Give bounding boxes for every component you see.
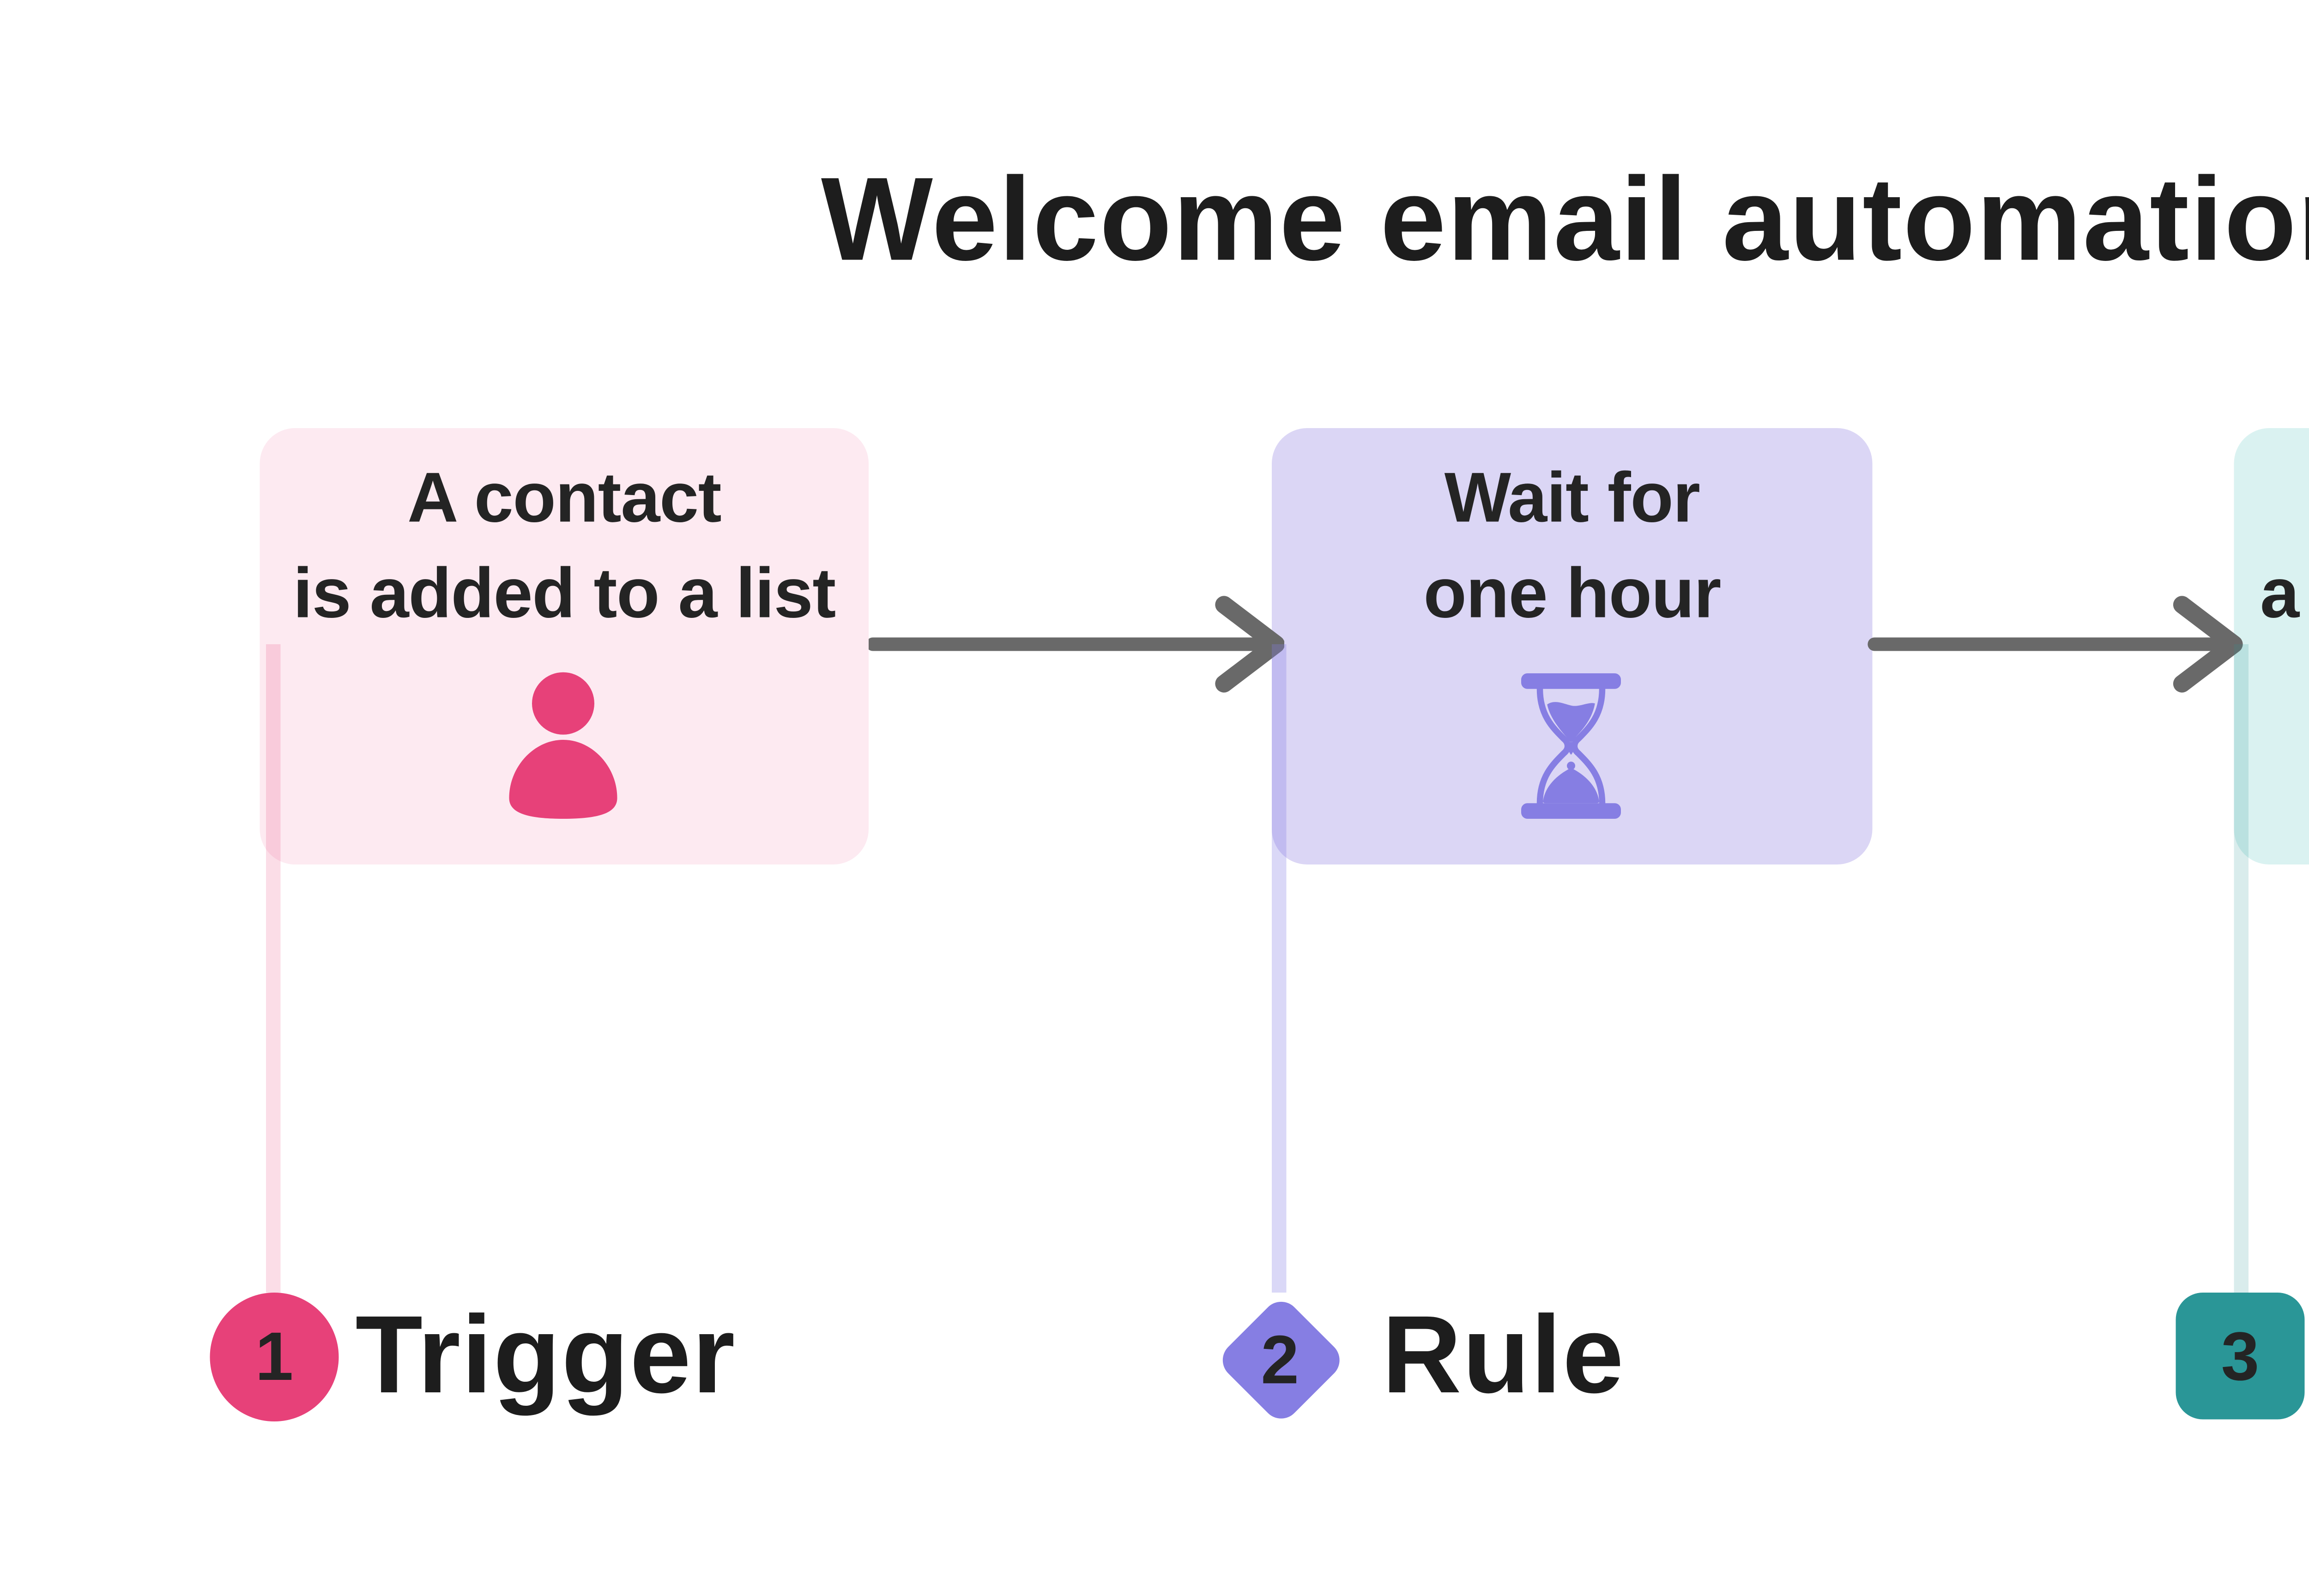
step-3-number: 3 [2221,1316,2260,1394]
trigger-card-text: A contact is added to a list [260,428,869,642]
step-3-badge: 3 [2176,1293,2305,1420]
trigger-card-line2: is added to a list [293,555,836,634]
action-card-text: Send a welcome email [2234,428,2309,642]
rule-connector-line [1272,644,1287,1293]
rule-card: Wait for one hour [1272,428,1873,864]
step-1-number: 1 [255,1318,294,1395]
person-icon [509,672,617,819]
hourglass-icon [1521,673,1621,819]
step-2-number: 2 [1261,1319,1300,1396]
rule-card-text: Wait for one hour [1272,428,1873,642]
arrow-trigger-to-rule [869,596,1284,693]
rule-label: Rule [1382,1294,1625,1418]
action-card: Send a welcome email [2234,428,2309,864]
trigger-card-line1: A contact [407,459,722,538]
step-2-badge-diamond: 2 [1214,1293,1347,1426]
step-1-badge: 1 [210,1293,339,1421]
step-2-badge: 2 [1214,1293,1347,1426]
action-card-line1: Send [2234,451,2309,547]
action-connector-line [2234,644,2249,1293]
page-title: Welcome email automation [821,154,2309,287]
action-card-line2: a welcome email [2260,555,2309,634]
arrow-rule-to-action [1868,596,2243,693]
trigger-label: Trigger [355,1294,736,1418]
rule-card-line2: one hour [1423,555,1721,634]
rule-card-line1: Wait for [1444,459,1700,538]
trigger-connector-line [266,644,281,1293]
